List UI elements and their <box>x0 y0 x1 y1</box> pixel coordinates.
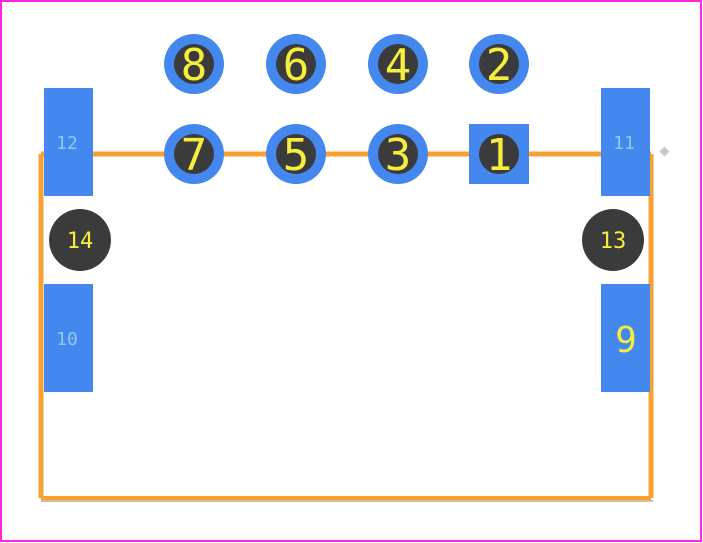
th-pad-2-label: 2 <box>486 40 513 91</box>
smd-pad-11-label: 11 <box>613 133 635 154</box>
pin1-marker-icon <box>659 146 670 157</box>
smd-pad-10[interactable]: 10 <box>44 284 93 392</box>
th-pad-4[interactable]: 4 <box>368 34 428 94</box>
th-pad-5-label: 5 <box>283 130 310 181</box>
th-pad-6-label: 6 <box>283 40 310 91</box>
mounting-hole-13-shape[interactable] <box>582 209 644 271</box>
th-pad-8-drill <box>174 44 214 84</box>
th-pad-7-drill <box>174 134 214 174</box>
smd-pad-12[interactable]: 12 <box>44 88 93 196</box>
smd-pad-11[interactable]: 11 <box>601 88 650 196</box>
th-pad-4-label: 4 <box>385 40 412 91</box>
th-pad-1-label: 1 <box>486 130 513 181</box>
mounting-hole-14-shape[interactable] <box>49 209 111 271</box>
smd-pad-10-shape[interactable] <box>44 284 93 392</box>
th-pad-3[interactable]: 3 <box>368 124 428 184</box>
smd-pad-12-label: 12 <box>56 133 78 154</box>
th-pad-3-label: 3 <box>385 130 412 181</box>
th-pad-1[interactable]: 1 <box>469 124 529 184</box>
mounting-hole-13-label: 13 <box>600 229 627 254</box>
th-pad-8[interactable]: 8 <box>164 34 224 94</box>
smd-pad-10-label: 10 <box>56 329 78 350</box>
mounting-hole-14[interactable]: 14 <box>49 209 111 271</box>
th-pad-1-drill <box>479 134 519 174</box>
th-pad-7-label: 7 <box>181 130 208 181</box>
smd-pad-9-label: 9 <box>615 320 637 361</box>
smd-pad-9-shape[interactable] <box>601 284 650 392</box>
th-pad-2[interactable]: 2 <box>469 34 529 94</box>
smd-pad-11-shape[interactable] <box>601 88 650 196</box>
smd-pad-12-shape[interactable] <box>44 88 93 196</box>
th-pad-6-drill <box>276 44 316 84</box>
th-pad-2-drill <box>479 44 519 84</box>
th-pad-6[interactable]: 6 <box>266 34 326 94</box>
th-pad-5[interactable]: 5 <box>266 124 326 184</box>
th-pad-7[interactable]: 7 <box>164 124 224 184</box>
th-pad-5-drill <box>276 134 316 174</box>
mounting-hole-14-label: 14 <box>67 229 94 254</box>
th-pad-3-drill <box>378 134 418 174</box>
th-pad-4-drill <box>378 44 418 84</box>
mounting-hole-13[interactable]: 13 <box>582 209 644 271</box>
smd-pad-9[interactable]: 9 <box>601 284 650 392</box>
th-pad-8-label: 8 <box>181 40 208 91</box>
